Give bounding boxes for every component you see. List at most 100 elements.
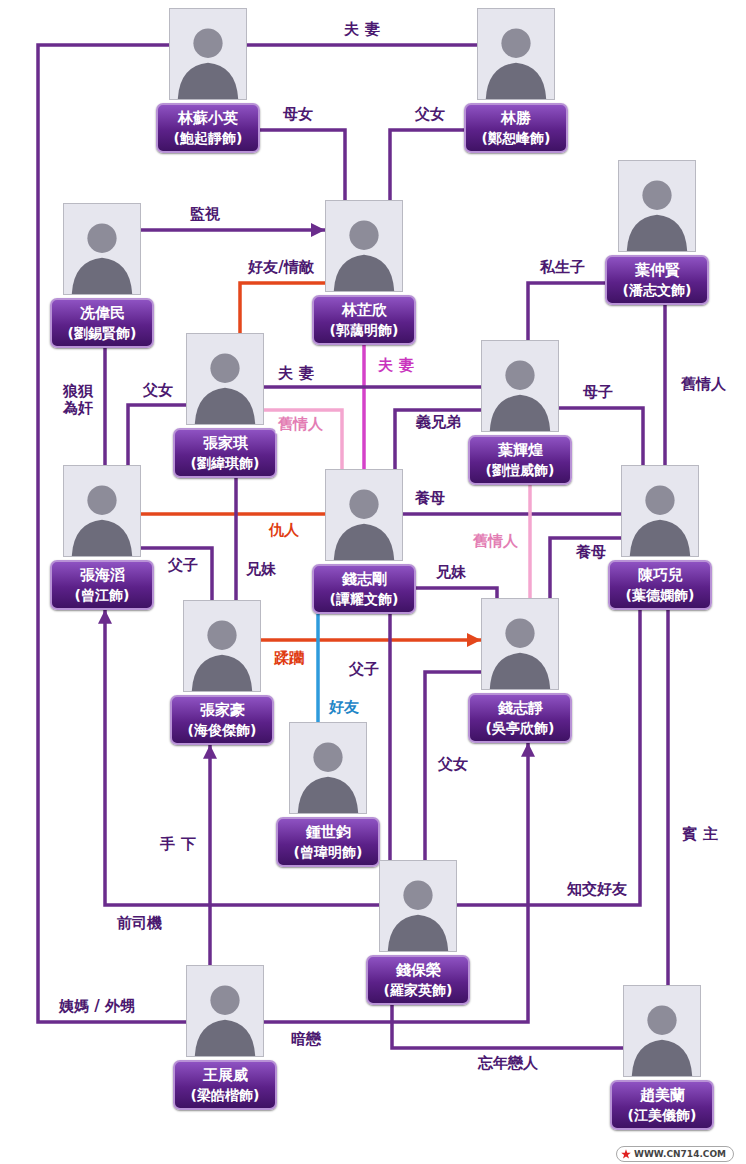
relation-label: 蹂躪: [272, 650, 306, 667]
name-plate: 錢志剛(譚耀文飾): [312, 564, 416, 614]
actor-name: (鮑起靜飾): [165, 129, 251, 147]
portrait-illustration: [624, 986, 700, 1076]
relation-line: [362, 345, 366, 469]
portrait-photo: [325, 200, 403, 292]
name-plate: 葉仲賢(潘志文飾): [605, 255, 709, 305]
portrait-photo: [183, 600, 261, 692]
head-silhouette: [403, 881, 432, 910]
name-plate: 張家豪(海俊傑飾): [170, 695, 274, 745]
portrait-photo: [325, 469, 403, 561]
actor-name: (曾瑋明飾): [285, 843, 371, 861]
actor-name: (吳亭欣飾): [477, 719, 563, 737]
relation-line: [208, 745, 212, 965]
character-name: 錢志剛: [321, 570, 407, 590]
photo-ground: [326, 470, 402, 560]
portrait-illustration: [326, 470, 402, 560]
portrait-photo: [621, 465, 699, 557]
photo-ground: [184, 601, 260, 691]
relation-line: [38, 45, 186, 1022]
relation-label: 仇人: [267, 522, 301, 539]
relation-line: [141, 512, 325, 516]
relation-label: 舊情人: [471, 533, 520, 550]
relation-line: [316, 614, 320, 722]
name-plate: 王展威(梁皓楷飾): [173, 1060, 277, 1110]
name-plate: 林芷欣(郭藹明飾): [312, 295, 416, 345]
head-silhouette: [647, 1006, 676, 1035]
portrait-illustration: [187, 334, 263, 424]
shoulder-silhouette: [178, 63, 238, 99]
head-silhouette: [210, 354, 239, 383]
name-plate: 冼偉民(劉錫賢飾): [50, 298, 154, 348]
name-plate: 張家琪(劉緯琪飾): [173, 428, 277, 478]
photo-ground: [380, 861, 456, 951]
photo-ground: [187, 334, 263, 424]
character-card: 林勝(鄭恕峰飾): [464, 8, 568, 153]
relation-label: 母子: [581, 384, 615, 401]
head-silhouette: [505, 619, 534, 648]
shoulder-silhouette: [334, 255, 394, 291]
actor-name: (江美儀飾): [619, 1106, 705, 1124]
relation-label: 夫 妻: [276, 365, 315, 382]
relation-line: [247, 43, 477, 47]
relation-label: 前司機: [115, 915, 164, 932]
character-name: 錢保榮: [375, 961, 461, 981]
name-plate: 張海滔(曾江飾): [50, 560, 154, 610]
shoulder-silhouette: [334, 524, 394, 560]
relation-line: [528, 283, 605, 340]
relation-line: [416, 588, 497, 598]
relation-label: 父女: [141, 382, 175, 399]
portrait-illustration: [170, 9, 246, 99]
relation-label: 養母: [413, 490, 447, 507]
photo-ground: [187, 966, 263, 1056]
actor-name: (潘志文飾): [614, 281, 700, 299]
head-silhouette: [349, 490, 378, 519]
photo-ground: [290, 723, 366, 813]
character-name: 鍾世鈞: [285, 823, 371, 843]
head-silhouette: [87, 486, 116, 515]
shoulder-silhouette: [195, 1020, 255, 1056]
actor-name: (譚耀文飾): [321, 590, 407, 608]
portrait-photo: [623, 985, 701, 1077]
relation-label: 舊情人: [276, 416, 325, 433]
photo-ground: [624, 986, 700, 1076]
actor-name: (海俊傑飾): [179, 721, 265, 739]
photo-ground: [622, 466, 698, 556]
relation-label: 父女: [413, 106, 447, 123]
character-name: 陳巧兒: [617, 566, 703, 586]
character-name: 張海滔: [59, 566, 145, 586]
character-card: 葉輝煌(劉愷威飾): [468, 340, 572, 485]
relation-label: 忘年戀人: [476, 1055, 540, 1072]
shoulder-silhouette: [72, 258, 132, 294]
relation-line: [663, 305, 667, 465]
portrait-photo: [481, 340, 559, 432]
actor-name: (郭藹明飾): [321, 321, 407, 339]
portrait-photo: [289, 722, 367, 814]
watermark: WWW.CN714.COM: [634, 1150, 726, 1159]
relation-label: 母女: [281, 106, 315, 123]
portrait-photo: [379, 860, 457, 952]
head-silhouette: [207, 621, 236, 650]
head-silhouette: [642, 181, 671, 210]
character-card: 張海滔(曾江飾): [50, 465, 154, 610]
portrait-photo: [169, 8, 247, 100]
relation-label: 兄妹: [244, 561, 278, 578]
actor-name: (葉德嫻飾): [617, 586, 703, 604]
name-plate: 葉輝煌(劉愷威飾): [468, 435, 572, 485]
character-name: 林勝: [473, 109, 559, 129]
relation-label: 父子: [347, 661, 381, 678]
photo-ground: [64, 466, 140, 556]
photo-ground: [482, 341, 558, 431]
head-silhouette: [349, 221, 378, 250]
photo-ground: [170, 9, 246, 99]
actor-name: (梁皓楷飾): [182, 1086, 268, 1104]
relation-label: 監視: [188, 206, 222, 223]
relation-line: [141, 228, 325, 232]
portrait-illustration: [184, 601, 260, 691]
name-plate: 林勝(鄭恕峰飾): [464, 103, 568, 153]
photo-ground: [64, 204, 140, 294]
portrait-illustration: [482, 599, 558, 689]
name-plate: 鍾世鈞(曾瑋明飾): [276, 817, 380, 867]
head-silhouette: [193, 29, 222, 58]
star-shape: [621, 1149, 631, 1158]
